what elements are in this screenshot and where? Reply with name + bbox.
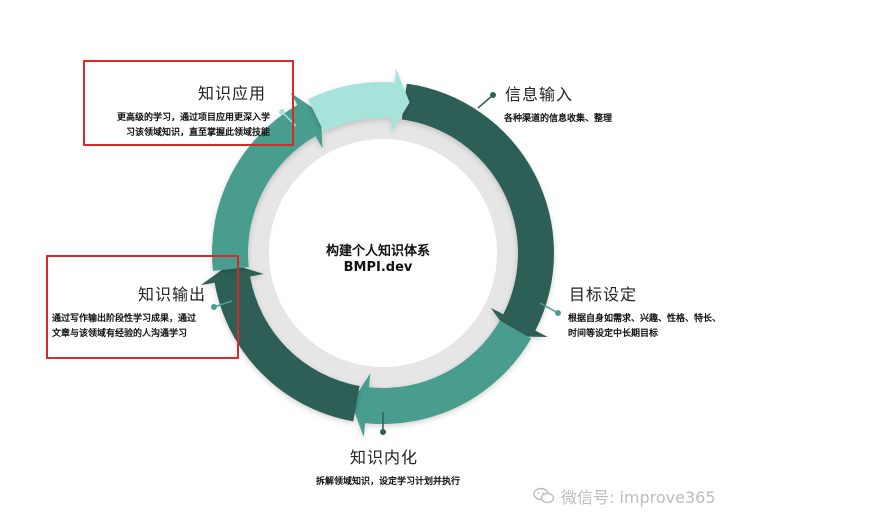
- connectors: [211, 92, 561, 435]
- stage-desc-output: 通过写作输出阶段性学习成果，通过 文章与该领域有经验的人沟通学习: [52, 312, 196, 342]
- stage-desc-line: 根据自身如需求、兴趣、性格、特长、: [568, 314, 722, 324]
- connector-apply-dot: [279, 109, 285, 115]
- segment-internal: [200, 263, 360, 422]
- stage-desc-goal: 根据自身如需求、兴趣、性格、特长、 时间等设定中长期目标: [568, 312, 721, 342]
- center-subtitle: BMPI.dev: [343, 260, 413, 275]
- cycle-segments: [200, 68, 555, 437]
- stage-desc-apply: 更高级的学习，通过项目应用更深入学 习该领域知识，直至掌握此领域技能: [100, 111, 270, 141]
- connector-output-line: [213, 300, 233, 308]
- stage-title-goal: 目标设定: [569, 285, 638, 304]
- wechat-icon: [533, 487, 555, 504]
- stage-desc-line: 更高级的学习，通过项目应用更深入学: [116, 113, 270, 123]
- stage-title-internal: 知识内化: [350, 448, 419, 467]
- connector-input-line: [477, 94, 494, 109]
- stage-title-apply: 知识应用: [198, 84, 267, 103]
- stage-desc-line: 各种渠道的信息收集、整理: [504, 114, 613, 124]
- inner-ring: [247, 117, 519, 389]
- connector-output-dot: [211, 304, 217, 310]
- connector-goal-line: [539, 302, 559, 314]
- segment-output: [212, 92, 323, 271]
- highlight-box-apply: [83, 60, 294, 146]
- connector-input-dot: [490, 92, 496, 98]
- stage-desc-input: 各种渠道的信息收集、整理: [504, 112, 612, 127]
- stage-desc-line: 拆解领域知识，设定学习计划并执行: [315, 477, 460, 487]
- segment-goal: [351, 320, 532, 437]
- connector-internal-dot: [380, 429, 386, 435]
- stage-title-input: 信息输入: [505, 85, 574, 104]
- watermark: 微信号: improve365: [533, 484, 716, 508]
- connector-goal-dot: [555, 310, 561, 316]
- stage-title-output: 知识输出: [138, 285, 207, 304]
- segment-apply: [308, 68, 410, 133]
- stage-desc-line: 时间等设定中长期目标: [568, 329, 659, 339]
- center-title: 构建个人知识体系: [325, 244, 430, 259]
- segment-input: [401, 83, 555, 337]
- stage-desc-line: 通过写作输出阶段性学习成果，通过: [52, 314, 197, 324]
- highlight-box-output: [46, 255, 239, 359]
- stage-desc-line: 文章与该领域有经验的人沟通学习: [52, 329, 188, 339]
- stage-desc-line: 习该领域知识，直至掌握此领域技能: [125, 128, 270, 138]
- watermark-text: 微信号: improve365: [561, 488, 716, 507]
- stage-desc-internal: 拆解领域知识，设定学习计划并执行: [308, 475, 468, 490]
